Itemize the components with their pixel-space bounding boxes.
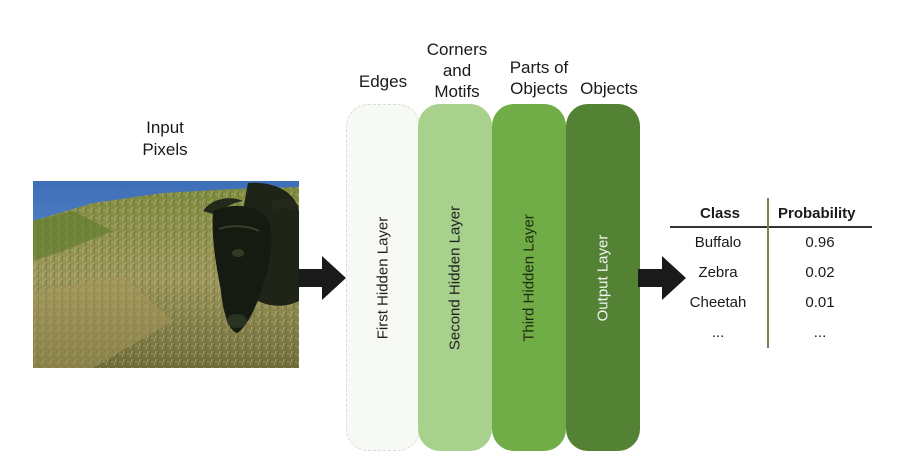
layers-to-output-arrow [638, 256, 686, 300]
output-layer: Output Layer [566, 104, 640, 451]
first-hidden-layer: First Hidden Layer [346, 104, 420, 451]
layer-2-heading: Corners and Motifs [410, 39, 504, 102]
first-hidden-layer-label: First Hidden Layer [374, 216, 392, 339]
table-cell-class: Zebra [698, 264, 738, 281]
buffalo-photo-illustration [33, 181, 299, 368]
table-cell-probability: 0.02 [805, 264, 835, 281]
right-arrow-icon [298, 256, 346, 300]
table-cell-probability: ... [813, 324, 827, 341]
table-header-divider [670, 226, 872, 228]
input-label-line2: Pixels [142, 140, 188, 159]
right-arrow-icon [638, 256, 686, 300]
table-cell-class: ... [711, 324, 725, 341]
layer-1-heading: Edges [336, 71, 430, 92]
layer-2-heading-line2: and [442, 61, 472, 80]
layer-4-heading-line: Objects [580, 79, 638, 98]
table-header-probability: Probability [778, 205, 856, 222]
second-hidden-layer: Second Hidden Layer [418, 104, 492, 451]
table-cell-class: Cheetah [689, 294, 747, 311]
input-to-layers-arrow [298, 256, 346, 300]
table-header-class: Class [700, 205, 741, 222]
layer-3-heading: Parts of Objects [490, 57, 588, 99]
table-cell-probability: 0.96 [805, 234, 835, 251]
third-hidden-layer-label: Third Hidden Layer [520, 213, 538, 342]
layer-3-heading-line2: Objects [510, 79, 568, 98]
layer-4-heading: Objects [562, 78, 656, 99]
input-label-line1: Input [146, 118, 184, 137]
class-probability-table: Class Probability Buffalo 0.96 Zebra 0.0… [668, 198, 878, 348]
input-image [33, 181, 299, 368]
third-hidden-layer: Third Hidden Layer [492, 104, 566, 451]
layer-3-heading-line1: Parts of [509, 58, 569, 77]
layer-2-heading-line1: Corners [426, 40, 488, 59]
table-cell-class: Buffalo [694, 234, 742, 251]
table-cell-probability: 0.01 [805, 294, 835, 311]
layer-1-heading-line: Edges [358, 72, 408, 91]
layer-2-heading-line3: Motifs [434, 82, 480, 101]
input-pixels-label: Input Pixels [110, 117, 220, 161]
second-hidden-layer-label: Second Hidden Layer [446, 205, 464, 350]
table-column-divider [767, 198, 769, 348]
output-layer-label: Output Layer [594, 234, 612, 321]
